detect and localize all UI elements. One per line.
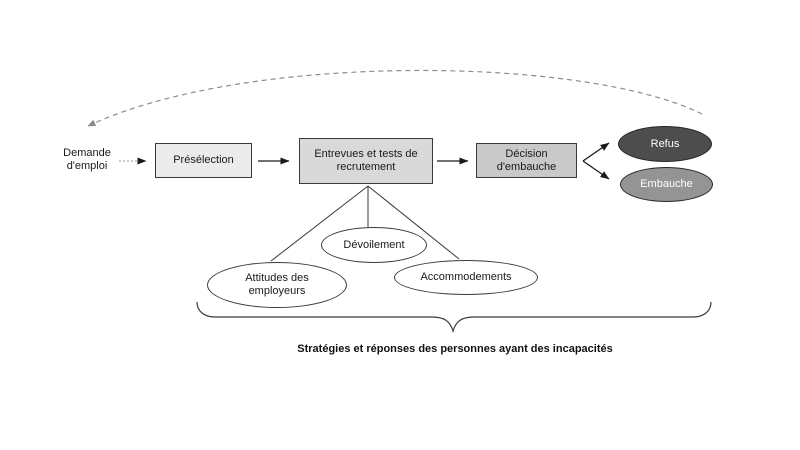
outcome-ellipse-refus: Refus <box>618 126 712 162</box>
line-entrevues-accommodements <box>367 185 460 260</box>
feedback-dashed-arc <box>87 69 703 127</box>
outcome-label: Refus <box>650 137 680 150</box>
process-box-decision: Décision d'embauche <box>476 143 577 178</box>
process-box-label: Entrevues et tests de recrutement <box>314 148 418 173</box>
strategy-ellipse-accommodements: Accommodements <box>394 260 538 295</box>
process-box-entrevues: Entrevues et tests de recrutement <box>299 138 433 184</box>
line-entrevues-attitudes <box>270 185 369 262</box>
process-box-label: Présélection <box>173 154 234 166</box>
strategy-ellipse-devoilement: Dévoilement <box>321 227 427 263</box>
process-box-label: Décision d'embauche <box>496 147 557 173</box>
arrow-decision-embauche <box>582 160 610 180</box>
outcome-ellipse-embauche: Embauche <box>620 167 713 202</box>
arrow-decision-refus <box>582 142 610 162</box>
strategy-label: Dévoilement <box>343 238 405 251</box>
diagram-caption: Stratégies et réponses des personnes aya… <box>297 343 613 355</box>
outcome-label: Embauche <box>640 178 693 190</box>
strategy-ellipse-attitudes: Attitudes des employeurs <box>207 262 347 308</box>
curly-brace <box>196 301 712 334</box>
strategy-label: Attitudes des employeurs <box>245 272 309 297</box>
process-box-preselection: Présélection <box>155 143 252 178</box>
strategy-label: Accommodements <box>420 271 512 283</box>
start-label-demande-emploi: Demande d'emploi <box>63 147 111 172</box>
